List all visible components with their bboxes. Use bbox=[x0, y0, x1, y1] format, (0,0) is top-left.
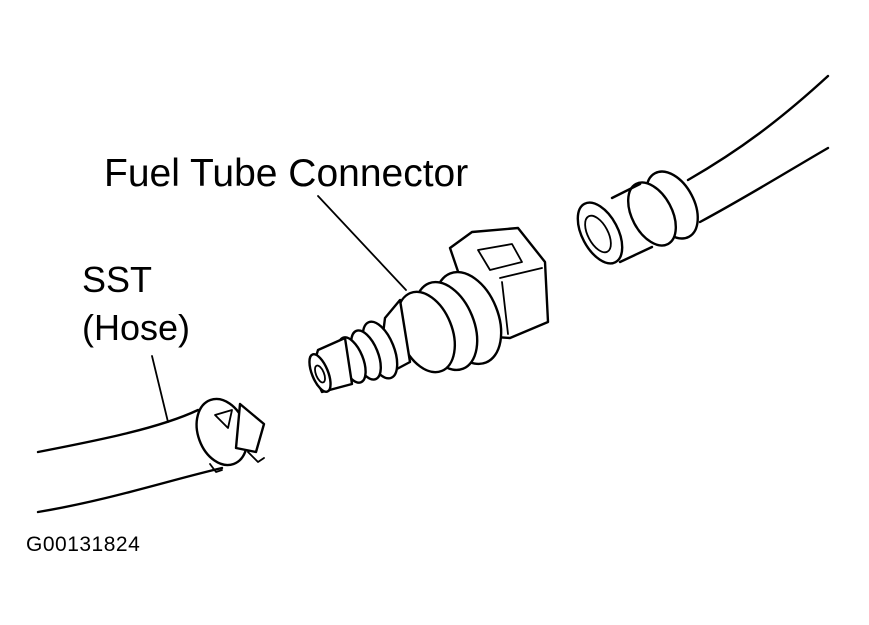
sst-label: SST bbox=[82, 259, 153, 300]
sst-hose bbox=[36, 397, 266, 514]
fuel-tube-connector bbox=[308, 226, 550, 394]
fuel-tube-connector-label: Fuel Tube Connector bbox=[104, 152, 469, 195]
hose-label: (Hose) bbox=[82, 307, 191, 348]
connector-leader-line bbox=[317, 195, 407, 291]
hose-leader-line bbox=[151, 355, 169, 423]
figure-code: G00131824 bbox=[26, 533, 141, 556]
fuel-tube bbox=[576, 74, 830, 265]
